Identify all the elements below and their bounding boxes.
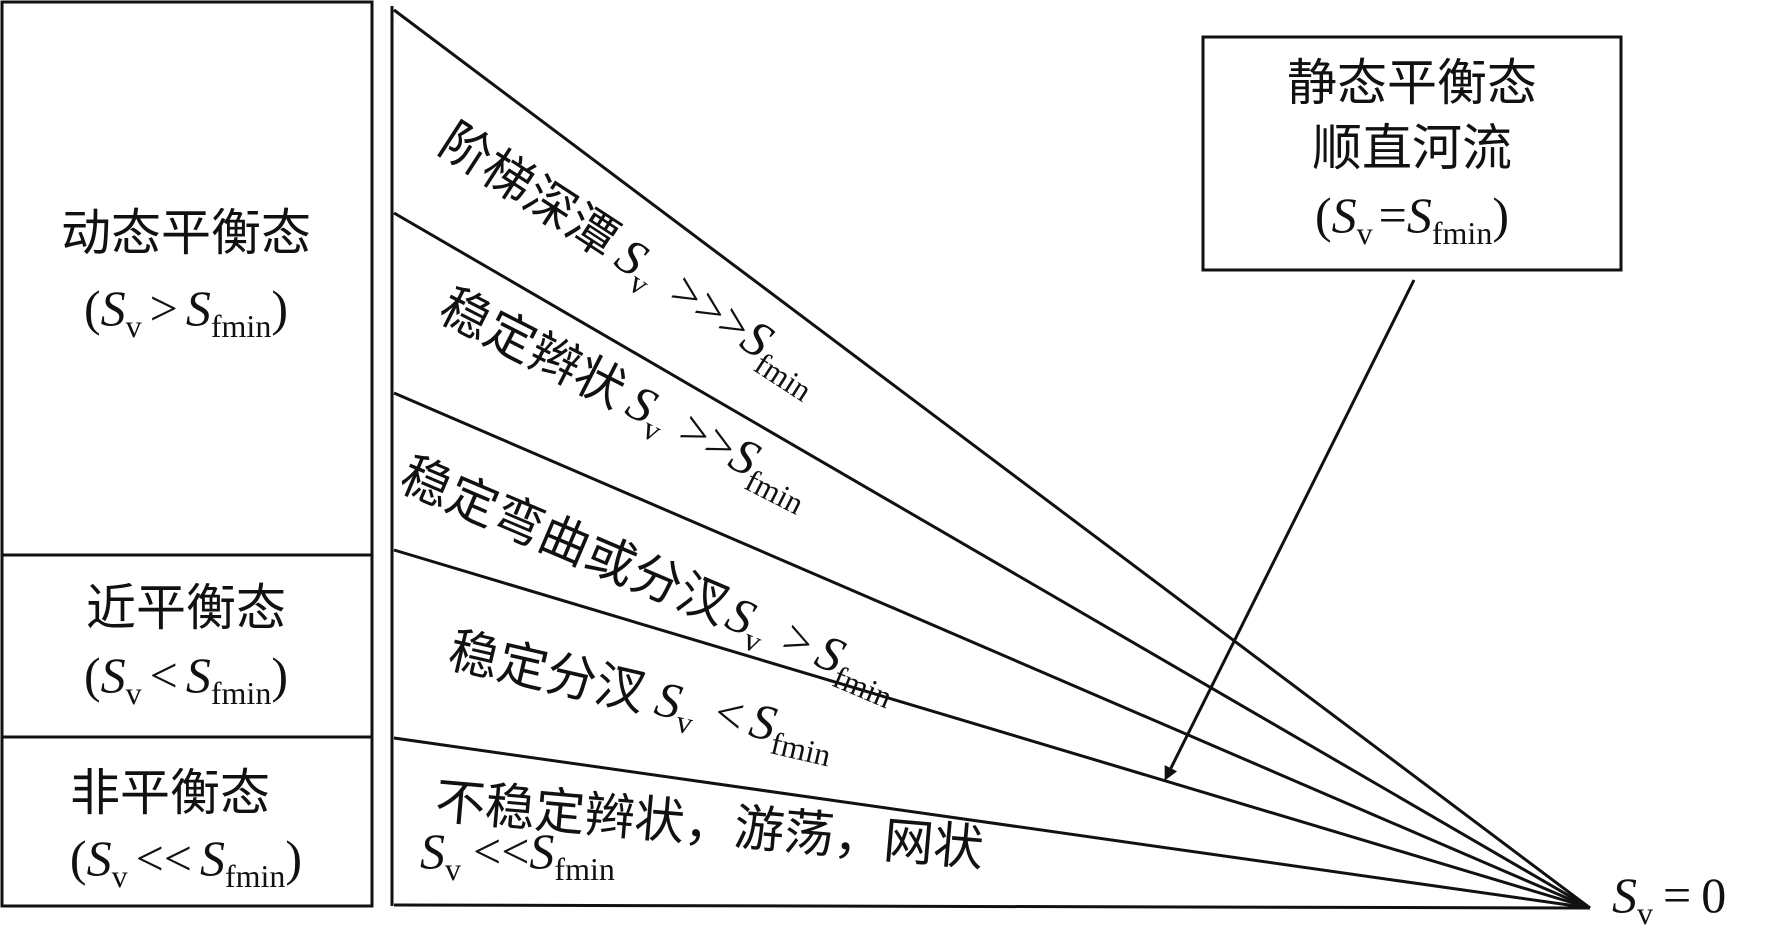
non-equilibrium-label: 非平衡态 (Sv<<Sfmin) (70, 764, 302, 894)
dynamic-title: 动态平衡态 (61, 204, 311, 262)
static-relation: (Sv=Sfmin) (1315, 187, 1509, 251)
fan-lines (393, 8, 1591, 910)
fan-line-2 (393, 211, 1591, 910)
fan-label-step-pool: 阶梯深潭Sv>>>Sfmin (426, 111, 835, 408)
non-title: 非平衡态 (70, 764, 270, 822)
static-line2: 顺直河流 (1312, 119, 1512, 177)
pointer-arrow (1164, 279, 1416, 781)
dynamic-relation: (Sv>Sfmin) (84, 280, 288, 344)
fan-line-6 (393, 903, 1591, 910)
dynamic-equilibrium-label: 动态平衡态 (Sv>Sfmin) (61, 204, 311, 344)
static-equilibrium-box (1201, 35, 1623, 272)
fan-line-5 (393, 736, 1591, 910)
apex-label: Sv=0 (1612, 867, 1726, 931)
left-panel-box (0, 0, 374, 908)
static-line1: 静态平衡态 (1287, 54, 1537, 112)
fan-line-4 (393, 548, 1591, 910)
fan-label-unstable-relation: Sv<<Sfmin (420, 823, 615, 887)
non-relation: (Sv<<Sfmin) (70, 830, 302, 894)
fan-line-3 (393, 391, 1591, 910)
near-equilibrium-label: 近平衡态 (Sv<Sfmin) (84, 579, 288, 711)
near-title: 近平衡态 (86, 579, 286, 637)
near-relation: (Sv<Sfmin) (84, 647, 288, 711)
fan-line-1 (393, 8, 1591, 910)
